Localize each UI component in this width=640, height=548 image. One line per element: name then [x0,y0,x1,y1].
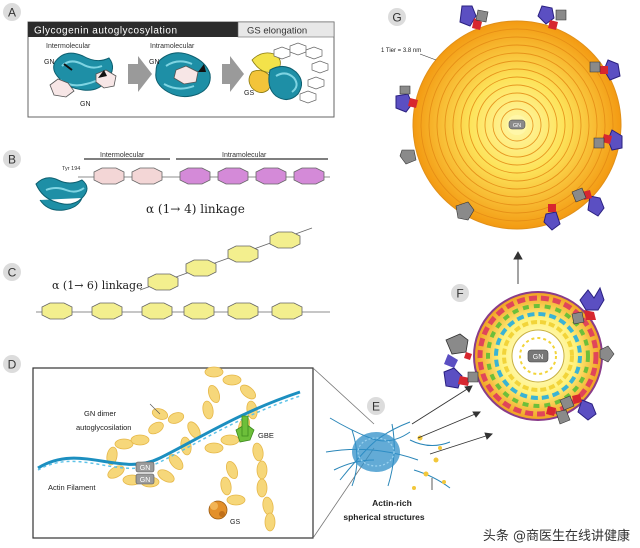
panel-a: A Glycogenin autoglycosylation GS elonga… [3,3,335,118]
panel-a-header-left: Glycogenin autoglycosylation [34,26,178,37]
panel-a-gn-label-1: GN [44,59,55,66]
watermark: 头条 @商医生在线讲健康 [483,528,630,544]
panel-c: C α (1→ 6) linkage [3,227,330,320]
panel-a-gs-elongation [248,42,329,104]
panel-d-badge: D [3,355,21,373]
panel-a-sub-intramolecular: Intramolecular [150,43,195,50]
panel-a-header-right-bg [237,21,335,38]
panel-g-tier-note: 1 Tier = 3.8 nm [381,48,421,54]
panel-c-branch-chain [147,231,301,291]
svg-text:A: A [8,6,16,20]
panel-b-glucose-chain [93,167,325,185]
panel-a-header-right: GS elongation [247,26,307,37]
panel-d: D [3,355,375,539]
panel-d-gs-label: GS [230,519,240,526]
panel-a-gn-label-2: GN [80,101,91,108]
panel-a-arrow-2 [222,56,244,92]
panel-g: G GN 1 Tier = 3.8 nm [381,5,623,231]
panel-e-caption-1: Actin-rich [372,498,412,508]
panel-d-gn-top: GN [140,465,151,472]
svg-text:C: C [8,266,17,280]
panel-b-intermolecular: Intermolecular [100,152,145,159]
panel-e: E Actin-rich spherical structures [325,385,493,522]
panel-e-badge: E [367,397,385,415]
svg-text:E: E [372,400,380,414]
panel-f-to-g-arrow [513,251,523,284]
panel-a-arrow-1 [128,56,152,92]
panel-d-gn-dimer [135,461,155,485]
svg-text:B: B [8,153,16,167]
panel-d-glycogen-strands [106,366,276,532]
panel-b-glycogenin [35,177,88,211]
panel-b: B Tyr 194 Intermolecular Intramolecular … [3,150,330,216]
panel-d-dimer-line1: GN dimer [84,409,117,418]
panel-a-gs-label: GS [244,90,254,97]
panel-g-tiered-sphere [412,20,622,230]
panel-d-dimer-line2: autoglycosilation [76,423,131,432]
panel-d-gs [208,500,228,520]
panel-d-actin-label: Actin Filament [48,483,96,492]
panel-a-intramolecular-dimer [155,52,211,98]
panel-b-linkage: α (1→ 4) linkage [146,202,245,216]
panel-e-arrows [411,385,493,455]
panel-d-gbe [235,415,255,443]
panel-g-core: GN [513,123,521,129]
panel-d-actin-filament [37,390,301,470]
panel-g-badge: G [388,8,406,26]
svg-text:F: F [456,287,463,301]
panel-a-intermolecular-dimer [49,52,117,98]
panel-a-header-left-bg [28,22,238,37]
panel-b-tyr-label: Tyr 194 [62,166,80,172]
panel-c-main-chain [41,302,303,320]
panel-c-linkage: α (1→ 6) linkage [52,279,143,292]
panel-b-intramolecular: Intramolecular [222,152,267,159]
panel-f-sphere [473,291,603,421]
panel-f: F GN [443,251,615,425]
panel-d-gn-bottom: GN [140,477,151,484]
panel-g-enzyme-complexes [395,5,623,231]
svg-text:D: D [8,358,17,372]
panel-c-badge: C [3,263,21,281]
panel-a-sub-intermolecular: Intermolecular [46,43,91,50]
panel-d-gbe-label: GBE [258,431,274,440]
panel-f-enzyme-complexes [443,286,615,425]
panel-f-core: GN [533,354,544,361]
svg-text:G: G [392,11,401,25]
panel-e-caption-2: spherical structures [343,512,425,522]
panel-a-badge: A [3,3,21,21]
panel-a-gn-label-3: GN [149,59,160,66]
panel-f-badge: F [451,284,469,302]
panel-b-badge: B [3,150,21,168]
